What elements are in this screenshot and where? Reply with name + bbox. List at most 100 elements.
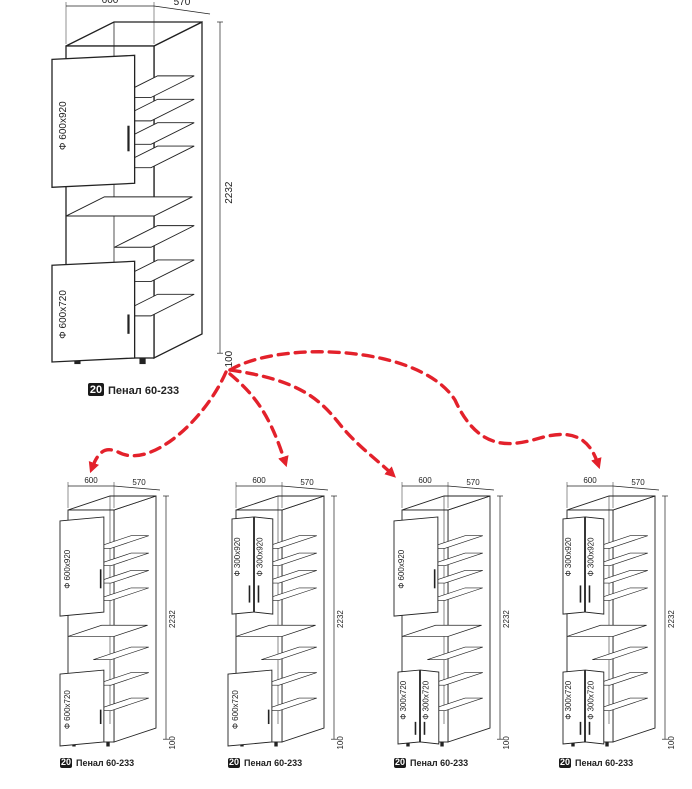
caption-text: Пенал 60-233 — [244, 758, 302, 768]
shelf — [93, 587, 149, 601]
depth-dimension-line — [447, 485, 495, 491]
caption-badge-number: 20 — [395, 757, 405, 767]
door-panel — [51, 260, 136, 363]
shelf — [427, 646, 483, 660]
niche-shelf — [67, 624, 148, 637]
width-value: 600 — [102, 0, 119, 6]
caption-badge — [60, 758, 72, 768]
door-panel — [59, 516, 105, 617]
depth-value: 570 — [631, 478, 645, 487]
leg — [605, 741, 609, 747]
door-size-label: Ф 600х720 — [231, 690, 240, 730]
door-panel-left — [231, 516, 254, 615]
door-size-label: Ф 600х920 — [397, 549, 406, 589]
shelf — [93, 552, 149, 566]
main-cabinet-drawing: Ф 600х920 Ф 600х720 600 570 2232 100 20 Пенал 6… — [51, 0, 235, 397]
shelf — [427, 552, 483, 566]
door-size-label: Ф 600х720 — [58, 290, 69, 339]
height-value: 2232 — [667, 610, 676, 628]
depth-dimension-line — [153, 5, 211, 15]
shelf — [261, 672, 317, 686]
depth-dimension-line — [113, 485, 161, 491]
door-panel-left — [397, 669, 420, 745]
shelf — [261, 646, 317, 660]
shelf — [427, 570, 483, 584]
width-value: 600 — [84, 476, 98, 485]
shelf — [93, 697, 149, 711]
niche-shelf — [235, 624, 316, 637]
leg-height-value: 100 — [502, 736, 511, 750]
shelf — [93, 535, 149, 549]
depth-value: 570 — [132, 478, 146, 487]
niche-shelf — [65, 196, 193, 217]
depth-dimension-line — [281, 485, 329, 491]
shelf — [93, 646, 149, 660]
height-value: 2232 — [336, 610, 345, 628]
door-size-label: Ф 300х720 — [586, 680, 595, 720]
shelf — [93, 672, 149, 686]
dashed-arrow — [88, 370, 228, 474]
shelf — [261, 697, 317, 711]
caption-text: Пенал 60-233 — [76, 758, 134, 768]
leg — [274, 741, 278, 747]
variant-cabinet-3: Ф 600х920 Ф 300х720 Ф 300х720 600 570 2232 100… — [393, 476, 511, 768]
caption-badge-number: 20 — [61, 757, 71, 767]
door-size-label: Ф 300х920 — [586, 537, 595, 577]
caption-badge-number: 20 — [560, 757, 570, 767]
door-panel — [393, 516, 439, 617]
niche-shelf — [401, 624, 482, 637]
depth-value: 570 — [300, 478, 314, 487]
caption-badge — [559, 758, 571, 768]
shelf — [427, 587, 483, 601]
shelf — [93, 570, 149, 584]
leg — [440, 741, 444, 747]
height-value: 2232 — [168, 610, 177, 628]
door-size-label: Ф 300х720 — [421, 680, 430, 720]
caption-badge-number: 20 — [90, 384, 102, 396]
door-size-label: Ф 300х720 — [399, 680, 408, 720]
variant-cabinet-1: Ф 600х920 Ф 600х720 600 570 2232 100 20 Пенал 6… — [59, 476, 177, 768]
door-panel — [51, 54, 136, 188]
caption-text: Пенал 60-233 — [410, 758, 468, 768]
width-value: 600 — [252, 476, 266, 485]
door-panel-left — [562, 516, 585, 615]
leg-height-value: 100 — [224, 350, 235, 367]
door-size-label: Ф 600х920 — [58, 101, 69, 150]
dashed-arrow — [228, 372, 289, 468]
caption-badge — [228, 758, 240, 768]
door-size-label: Ф 300х720 — [564, 680, 573, 720]
door-size-label: Ф 600х920 — [63, 549, 72, 589]
caption-text: Пенал 60-233 — [108, 385, 179, 397]
leg — [139, 357, 146, 365]
leg-height-value: 100 — [168, 736, 177, 750]
shelf — [592, 646, 648, 660]
height-value: 2232 — [502, 610, 511, 628]
variant-cabinet-4: Ф 300х920 Ф 300х920 Ф 300х720 Ф 300х720 600 5… — [559, 476, 676, 768]
width-value: 600 — [418, 476, 432, 485]
door-size-label: Ф 300х920 — [255, 537, 264, 577]
caption-badge — [88, 383, 104, 396]
door-size-label: Ф 300х920 — [564, 537, 573, 577]
width-value: 600 — [583, 476, 597, 485]
depth-value: 570 — [466, 478, 480, 487]
niche-shelf — [566, 624, 647, 637]
shelf — [114, 225, 195, 248]
door-panel — [59, 669, 105, 747]
door-panel-left — [562, 669, 585, 745]
depth-value: 570 — [174, 0, 191, 8]
caption-badge-number: 20 — [229, 757, 239, 767]
variant-arrows — [88, 350, 602, 478]
height-value: 2232 — [224, 181, 235, 204]
dashed-arrow — [228, 350, 602, 470]
variant-cabinet-2: Ф 300х920 Ф 300х920 Ф 600х720 600 570 2232 100… — [227, 476, 345, 768]
leg-height-value: 100 — [336, 736, 345, 750]
door-size-label: Ф 600х720 — [63, 690, 72, 730]
door-size-label: Ф 300х920 — [233, 537, 242, 577]
caption-text: Пенал 60-233 — [575, 758, 633, 768]
door-panel — [227, 669, 273, 747]
leg-height-value: 100 — [667, 736, 676, 750]
depth-dimension-line — [612, 485, 660, 491]
leg — [106, 741, 110, 747]
dashed-arrow — [228, 368, 396, 478]
